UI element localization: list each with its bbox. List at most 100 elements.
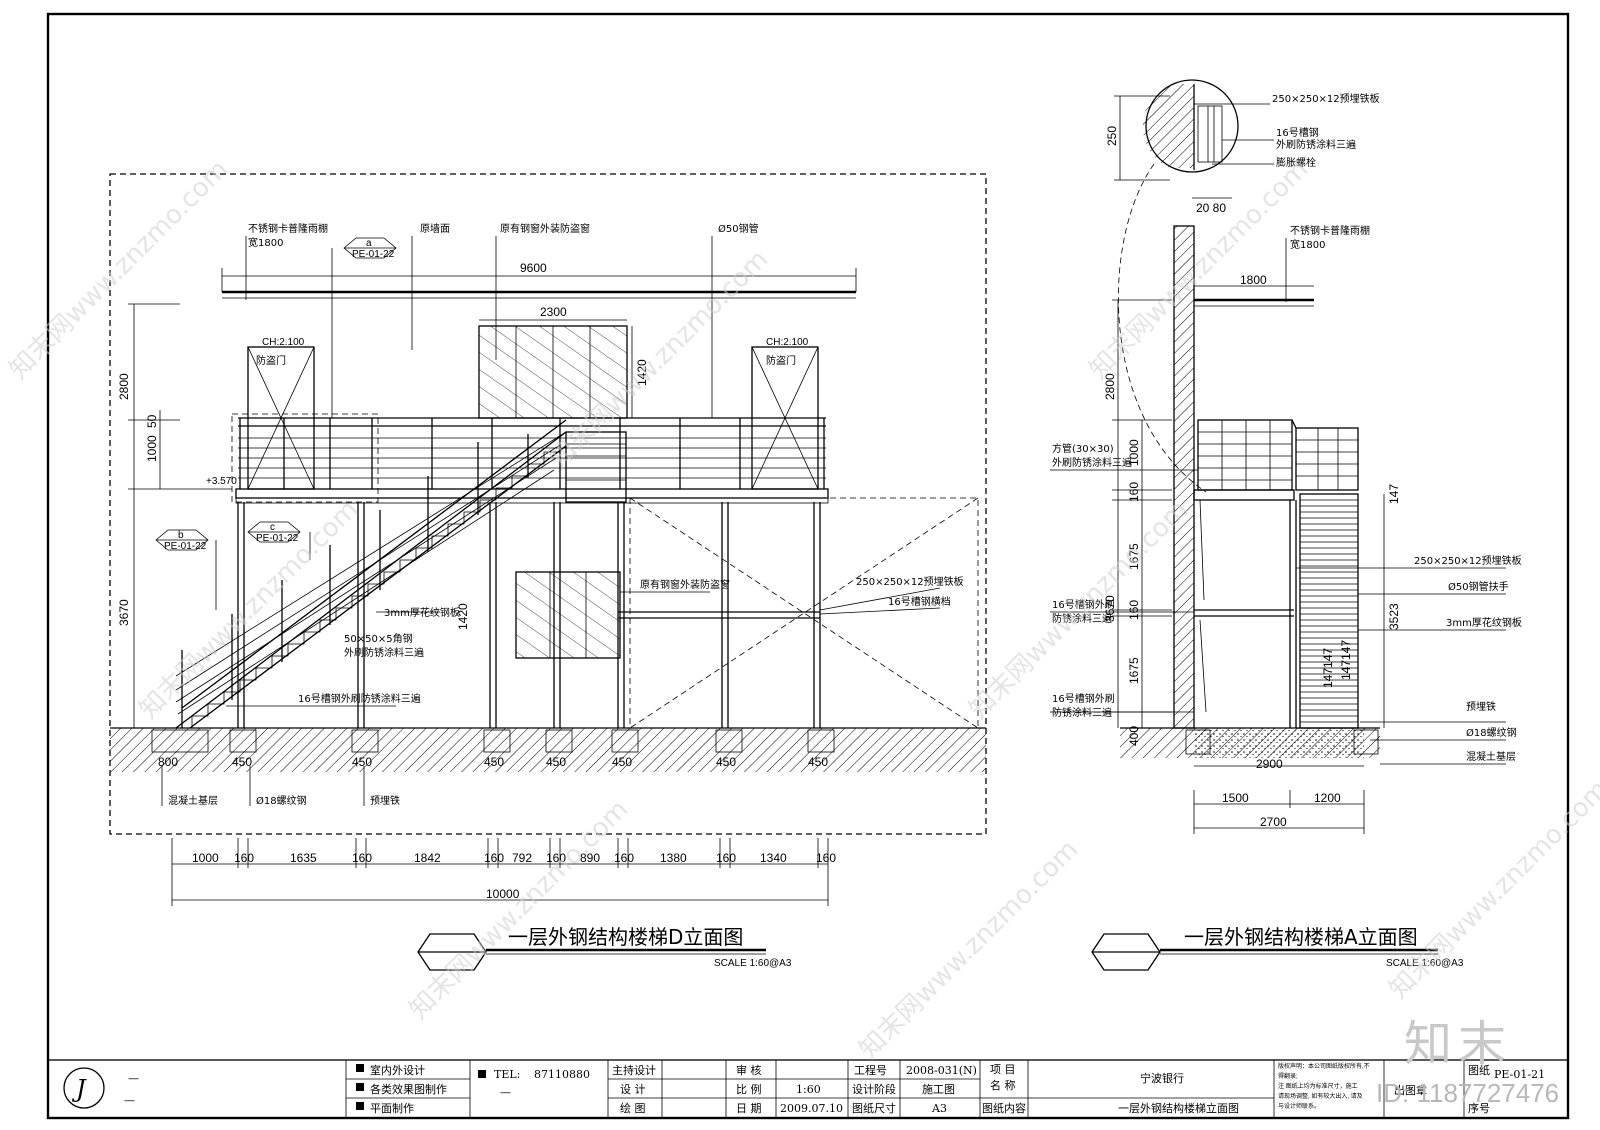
svg-text:室内外设计: 室内外设计 <box>370 1063 425 1077</box>
company-logo <box>63 1067 105 1109</box>
svg-text:各类效果图制作: 各类效果图制作 <box>370 1082 447 1096</box>
svg-text:147147: 147147 <box>1321 648 1335 688</box>
svg-text:TEL:: TEL: <box>494 1068 520 1081</box>
svg-text:1000: 1000 <box>192 851 219 865</box>
svg-text:PE-01-22: PE-01-22 <box>256 533 299 544</box>
svg-text:序号: 序号 <box>1468 1101 1490 1115</box>
dim-canopy: 9600 <box>520 261 547 275</box>
svg-text:主持设计: 主持设计 <box>612 1063 656 1077</box>
label-channel-top1: 16号槽钢 <box>1276 126 1319 139</box>
dim-detail-h: 250 <box>1105 126 1119 146</box>
svg-text:PE-01-22: PE-01-22 <box>164 541 207 552</box>
svg-text:1340: 1340 <box>760 851 787 865</box>
label-square-paint: 外刷防锈涂料三遍 <box>1052 456 1132 469</box>
svg-text:450: 450 <box>716 755 736 769</box>
label-bolt: 膨胀螺栓 <box>1276 156 1316 169</box>
svg-text:—: — <box>500 1086 511 1099</box>
label-embed-a: 预埋铁 <box>1466 700 1496 713</box>
svg-text:设计阶段: 设计阶段 <box>852 1082 896 1096</box>
svg-text:J: J <box>71 1075 87 1103</box>
scale-a: SCALE 1:60@A3 <box>1386 958 1464 969</box>
svg-text:400: 400 <box>1127 726 1141 746</box>
svg-text:3523: 3523 <box>1387 603 1401 630</box>
svg-text:平面制作: 平面制作 <box>370 1102 414 1115</box>
bottom-dims: 1000 160 1635 160 1842 160 792 160 890 1… <box>192 851 836 865</box>
svg-text:160: 160 <box>1127 600 1141 620</box>
svg-text:工程号: 工程号 <box>854 1064 887 1077</box>
svg-text:1675: 1675 <box>1127 657 1141 684</box>
label-angle-paint: 外刷防锈涂料三遍 <box>344 646 424 659</box>
svg-text:图纸内容: 图纸内容 <box>982 1101 1026 1115</box>
svg-text:审 核: 审 核 <box>736 1063 762 1077</box>
label-canopy-width: 宽1800 <box>248 236 283 249</box>
svg-text:知末网www.znzmo.com: 知末网www.znzmo.com <box>1084 154 1315 385</box>
svg-text:绘 图: 绘 图 <box>620 1101 646 1115</box>
label-wall: 原墙面 <box>420 222 450 235</box>
svg-text:知末网www.znzmo.com: 知末网www.znzmo.com <box>404 794 635 1025</box>
svg-text:请现场调整, 如有较大出入, 请及: 请现场调整, 如有较大出入, 请及 <box>1278 1092 1363 1100</box>
callout-b: b PE-01-22 <box>155 529 217 610</box>
label-checker-plate: 3mm厚花纹钢板 <box>384 606 460 619</box>
dim-canopy-a: 1800 <box>1240 273 1267 287</box>
elevation-d-frame <box>109 173 987 835</box>
svg-text:50: 50 <box>145 414 159 428</box>
svg-text:出图章: 出图章 <box>1394 1083 1427 1097</box>
svg-text:2800: 2800 <box>1103 373 1117 400</box>
svg-text:项 目: 项 目 <box>990 1063 1016 1076</box>
svg-text:宁波银行: 宁波银行 <box>1140 1071 1184 1085</box>
label-canopy-width-a: 宽1800 <box>1290 238 1325 251</box>
svg-text:版权声明：本公司图纸版权所有,不: 版权声明：本公司图纸版权所有,不 <box>1278 1062 1370 1070</box>
title-d: 一层外钢结构楼梯D立面图 <box>508 925 743 949</box>
label-channel-low1: 16号槽钢外刷 <box>1052 692 1115 705</box>
svg-text:2900: 2900 <box>1256 757 1283 771</box>
svg-text:名 称: 名 称 <box>990 1078 1016 1092</box>
svg-text:1500: 1500 <box>1222 791 1249 805</box>
label-channel-low2: 防锈涂料三遍 <box>1052 706 1112 719</box>
label-ch-right: CH:2.100 <box>766 337 809 348</box>
label-channel-mid1: 16号槽钢外刷 <box>1052 598 1115 611</box>
svg-text:890: 890 <box>580 851 600 865</box>
label-window-guard-top: 原有钢窗外装防盗窗 <box>500 222 590 235</box>
svg-text:1635: 1635 <box>290 851 317 865</box>
watermark-id: ID: 1187727476 <box>1376 1078 1560 1108</box>
dim-window-h: 1420 <box>635 359 649 386</box>
svg-text:3670: 3670 <box>117 599 131 626</box>
svg-text:1000: 1000 <box>145 435 159 462</box>
label-concrete-a: 混凝土基层 <box>1466 750 1516 763</box>
label-ch-left: CH:2.100 <box>262 337 305 348</box>
title-block: J — — 室内外设计 各类效果图制作 平面制作 TEL: 87110880 —… <box>47 1059 1569 1119</box>
svg-text:1842: 1842 <box>414 851 441 865</box>
svg-text:2009.07.10: 2009.07.10 <box>780 1102 843 1115</box>
svg-text:160: 160 <box>234 851 254 865</box>
svg-text:一层外钢结构楼梯立面图: 一层外钢结构楼梯立面图 <box>1118 1101 1239 1115</box>
svg-text:2008-031(N): 2008-031(N) <box>906 1064 977 1077</box>
label-plate-top: 250×250×12预埋铁板 <box>1272 92 1380 105</box>
label-door-left: 防盗门 <box>256 354 286 367</box>
svg-text:1380: 1380 <box>660 851 687 865</box>
svg-text:设 计: 设 计 <box>620 1083 646 1096</box>
label-plate-a: 250×250×12预埋铁板 <box>1414 554 1522 567</box>
svg-text:160: 160 <box>716 851 736 865</box>
svg-text:1:60: 1:60 <box>796 1083 821 1096</box>
label-level: +3.570 <box>206 476 237 487</box>
svg-text:注 图纸上均为标准尺寸，施工: 注 图纸上均为标准尺寸，施工 <box>1278 1082 1358 1090</box>
svg-text:1200: 1200 <box>1314 791 1341 805</box>
label-pipe: Ø50钢管 <box>718 222 759 235</box>
foot-dims: 800 450 450 450 450 450 450 450 <box>158 755 828 769</box>
label-canopy: 不锈钢卡普隆雨棚 <box>248 222 328 235</box>
svg-text:b: b <box>178 530 184 541</box>
svg-text:与设计师联系。: 与设计师联系。 <box>1278 1102 1320 1110</box>
label-plate: 250×250×12预埋铁板 <box>856 575 964 588</box>
svg-text:450: 450 <box>352 755 372 769</box>
label-angle-steel: 50×50×5角钢 <box>344 632 413 645</box>
title-a: 一层外钢结构楼梯A立面图 <box>1184 925 1418 949</box>
svg-text:c: c <box>270 522 275 533</box>
callout-c: c PE-01-22 <box>247 521 311 560</box>
label-rebar: Ø18螺纹钢 <box>256 794 307 807</box>
svg-text:PE-01-22: PE-01-22 <box>352 249 395 260</box>
svg-text:450: 450 <box>612 755 632 769</box>
label-canopy-a: 不锈钢卡普隆雨棚 <box>1290 224 1370 237</box>
svg-text:87110880: 87110880 <box>534 1068 590 1081</box>
callout-a: a PE-01-22 <box>331 237 397 418</box>
svg-text:160: 160 <box>816 851 836 865</box>
